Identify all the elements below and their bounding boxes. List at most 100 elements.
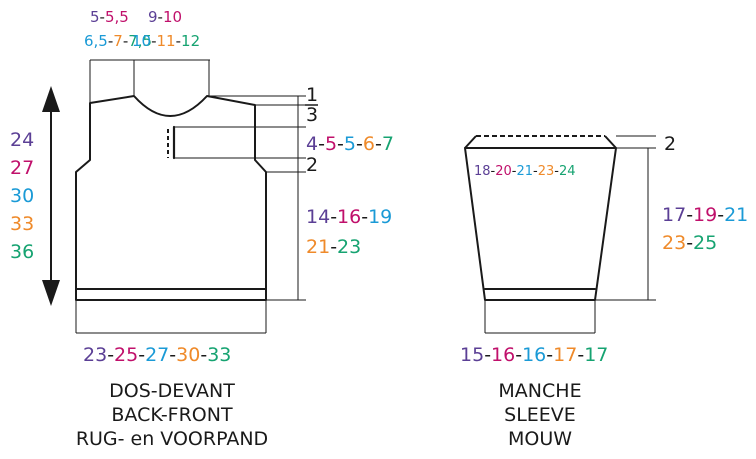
total-length-value: 36 xyxy=(10,241,34,263)
size-value: 9 xyxy=(148,8,158,26)
size-value: 5,5 xyxy=(105,8,129,26)
body-caption-line1: DOS-DEVANT xyxy=(109,380,235,402)
size-value: 21 xyxy=(306,236,330,258)
shoulder-width-label-row1: 5-5,5 xyxy=(90,8,129,26)
total-length-value: 33 xyxy=(10,213,34,235)
sleeve-cap-right-edge xyxy=(604,135,617,149)
side-length-label-row1: 14-16-19 xyxy=(306,206,392,228)
size-value: 7 xyxy=(113,32,123,50)
sleeve-cap-depth-label: 2 xyxy=(664,133,676,155)
separator-dash: - xyxy=(158,8,163,26)
separator-dash: - xyxy=(375,133,382,155)
separator-dash: - xyxy=(100,8,105,26)
separator-dash: - xyxy=(337,133,344,155)
size-value: 5 xyxy=(90,8,100,26)
size-value: 20 xyxy=(495,164,512,179)
size-value: 25 xyxy=(693,232,717,254)
size-value: 14 xyxy=(306,206,330,228)
size-value: 5 xyxy=(344,133,356,155)
sleeve-caption-line3: MOUW xyxy=(508,428,572,450)
separator-dash: - xyxy=(512,164,517,179)
separator-dash: - xyxy=(151,32,156,50)
size-value: 7,5 xyxy=(128,32,152,50)
body-outline xyxy=(75,95,267,301)
separator-dash: - xyxy=(318,133,325,155)
size-value: 15 xyxy=(460,344,484,366)
sleeve-caption-line2: SLEEVE xyxy=(504,404,576,426)
sleeve-bottom-width-label: 15-16-16-17-17 xyxy=(460,344,608,366)
separator-dash: - xyxy=(169,344,176,366)
measurement-labels: 5-5,5 6,5-7-7,5 9-10 10-11-12 1 3 4-5-5-… xyxy=(10,8,748,366)
size-value: 5 xyxy=(325,133,337,155)
size-value: 16 xyxy=(337,206,361,228)
placket-depth-label: 4-5-5-6-7 xyxy=(306,133,394,155)
separator-dash: - xyxy=(546,344,553,366)
neck-width-label-row1: 9-10 xyxy=(148,8,182,26)
body-caption-line3: RUG- en VOORPAND xyxy=(76,428,268,450)
size-value: 10 xyxy=(163,8,182,26)
sleeve-length-label-row2: 23-25 xyxy=(662,232,717,254)
size-value: 6 xyxy=(363,133,375,155)
sleeve-cap-left-edge xyxy=(464,135,477,149)
size-value: 17 xyxy=(584,344,608,366)
size-value: 7 xyxy=(382,133,394,155)
size-value: 17 xyxy=(553,344,577,366)
body-caption: DOS-DEVANT BACK-FRONT RUG- en VOORPAND xyxy=(76,380,268,450)
size-value: 17 xyxy=(662,204,686,226)
separator-dash: - xyxy=(686,232,693,254)
size-value: 23 xyxy=(337,236,361,258)
size-value: 25 xyxy=(114,344,138,366)
separator-dash: - xyxy=(107,344,114,366)
sleeve-top-width-label: 18-20-21-23-24 xyxy=(474,164,576,179)
separator-dash: - xyxy=(577,344,584,366)
separator-dash: - xyxy=(356,133,363,155)
size-value: 6,5 xyxy=(84,32,108,50)
size-value: 23 xyxy=(83,344,107,366)
side-length-label-row2: 21-23 xyxy=(306,236,361,258)
separator-dash: - xyxy=(330,236,337,258)
armhole-gap-label: 2 xyxy=(306,154,318,176)
size-value: 4 xyxy=(306,133,318,155)
neck-drop-label-a: 1 xyxy=(306,84,318,106)
separator-dash: - xyxy=(484,344,491,366)
neck-width-label-row2: 10-11-12 xyxy=(132,32,200,50)
sleeve-caption: MANCHE SLEEVE MOUW xyxy=(498,380,581,450)
separator-dash: - xyxy=(200,344,207,366)
neck-drop-label-b: 3 xyxy=(306,104,318,126)
size-value: 23 xyxy=(662,232,686,254)
sleeve-caption-line1: MANCHE xyxy=(498,380,581,402)
size-value: 18 xyxy=(474,164,491,179)
size-value: 10 xyxy=(132,32,151,50)
size-value: 19 xyxy=(693,204,717,226)
separator-dash: - xyxy=(515,344,522,366)
sleeve-cap xyxy=(464,135,617,149)
size-value: 19 xyxy=(368,206,392,228)
size-value: 23 xyxy=(538,164,555,179)
separator-dash: - xyxy=(533,164,538,179)
arrow-down-icon xyxy=(42,280,60,306)
total-length-arrow xyxy=(42,86,60,306)
size-value: 30 xyxy=(176,344,200,366)
size-value: 27 xyxy=(145,344,169,366)
arrow-up-icon xyxy=(42,86,60,112)
size-value: 11 xyxy=(157,32,176,50)
total-length-value: 27 xyxy=(10,157,34,179)
size-value: 24 xyxy=(559,164,576,179)
size-value: 33 xyxy=(207,344,231,366)
size-value: 21 xyxy=(724,204,748,226)
size-value: 16 xyxy=(522,344,546,366)
separator-dash: - xyxy=(138,344,145,366)
body-caption-line2: BACK-FRONT xyxy=(111,404,233,426)
separator-dash: - xyxy=(361,206,368,228)
size-value: 16 xyxy=(491,344,515,366)
shoulder-width-label-row2: 6,5-7-7,5 xyxy=(84,32,152,50)
size-value: 21 xyxy=(517,164,534,179)
separator-dash: - xyxy=(717,204,724,226)
body-width-label: 23-25-27-30-33 xyxy=(83,344,231,366)
separator-dash: - xyxy=(330,206,337,228)
separator-dash: - xyxy=(686,204,693,226)
separator-dash: - xyxy=(123,32,128,50)
